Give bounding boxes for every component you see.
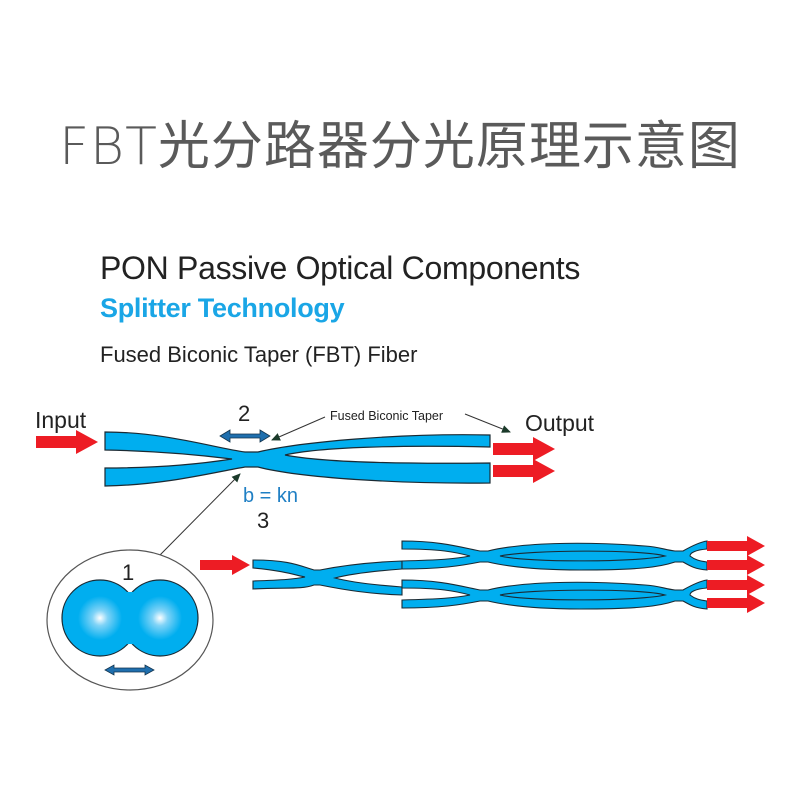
cascade-input-arrow — [200, 555, 250, 575]
input-arrow — [36, 430, 98, 454]
output-label: Output — [525, 410, 595, 436]
step-2-label: 2 — [238, 401, 250, 426]
cascade-output-arrow — [707, 593, 765, 613]
fused-fiber-cores — [61, 579, 199, 657]
fbt-coupler — [104, 431, 491, 487]
taper-label: Fused Biconic Taper — [330, 409, 443, 423]
cross-section-pointer-line — [159, 473, 241, 556]
input-label: Input — [35, 407, 87, 433]
output-arrow — [493, 437, 555, 461]
cascade-stage-1-coupler — [252, 559, 403, 596]
page-title: FBT光分路器分光原理示意图 — [59, 117, 741, 177]
cascade-stage-2-coupler-bottom — [401, 579, 708, 610]
diagram-subheading: Splitter Technology — [100, 293, 345, 323]
formula-label: b = kn — [243, 485, 298, 507]
core-distance-double-arrow — [104, 664, 155, 676]
coupling-length-double-arrow — [219, 429, 271, 443]
cascade-stage-2-coupler-top — [401, 540, 708, 571]
cascade-output-arrow — [707, 575, 765, 595]
cascade-output-arrow — [707, 555, 765, 575]
step-3-label: 3 — [257, 508, 269, 533]
step-1-label: 1 — [122, 560, 134, 585]
taper-pointer-line — [271, 416, 326, 441]
output-arrow — [493, 459, 555, 483]
output-pointer-line — [464, 413, 511, 433]
cascade-output-arrow — [707, 536, 765, 556]
diagram-caption: Fused Biconic Taper (FBT) Fiber — [100, 342, 418, 367]
diagram-heading: PON Passive Optical Components — [100, 250, 581, 286]
